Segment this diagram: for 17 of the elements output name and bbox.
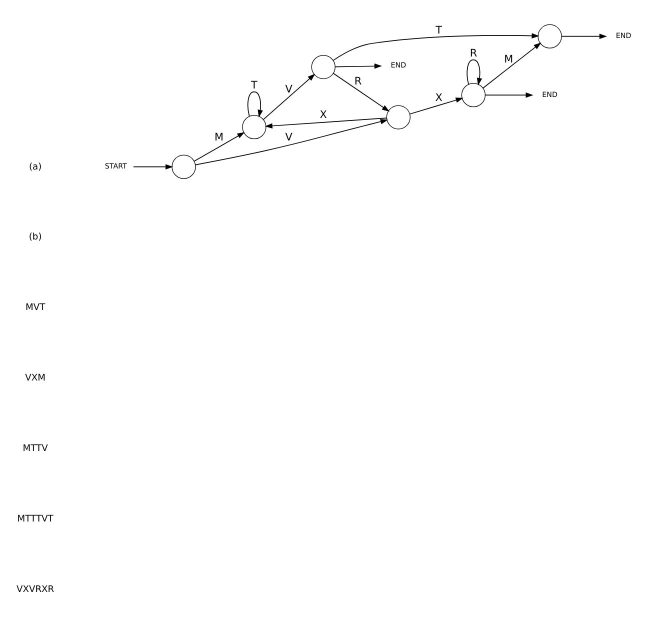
edge-label: T: [436, 24, 442, 37]
edge-label: V: [285, 83, 292, 96]
edge-label: R: [470, 47, 478, 60]
label: (b): [28, 232, 42, 243]
label: MVT: [25, 303, 46, 314]
edge-label: R: [354, 76, 362, 88]
label: VXVRXR: [16, 585, 54, 596]
edge-label: M: [214, 132, 224, 144]
label: VXM: [25, 374, 46, 384]
edge-label: V: [285, 132, 292, 144]
edge-label: X: [435, 92, 442, 104]
label: (a): [28, 162, 42, 172]
edge-label: X: [320, 108, 327, 121]
label: MTTV: [22, 444, 48, 454]
edge-label: T: [251, 79, 258, 92]
label: MTTTVT: [17, 514, 54, 525]
edge-label: M: [504, 53, 514, 66]
